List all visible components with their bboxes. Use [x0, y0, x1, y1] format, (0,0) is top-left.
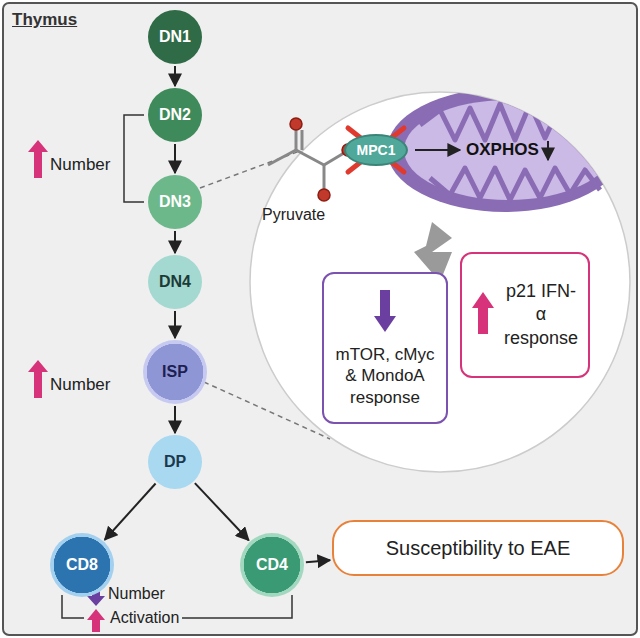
node-text: DN4	[159, 273, 191, 291]
node-text: CD8	[66, 556, 98, 574]
node-text: MPC1	[355, 142, 398, 158]
cell-stage: DN1	[148, 10, 202, 64]
node-text: DN2	[159, 106, 191, 124]
connector-arrow	[105, 484, 156, 540]
node-text: p21 IFN-α response	[502, 280, 580, 350]
pyruvate-molecule	[268, 118, 354, 201]
increase-arrow	[28, 360, 48, 398]
node-text: ISP	[162, 363, 188, 381]
increase-arrow	[87, 609, 105, 632]
increase-arrow	[470, 290, 496, 336]
connector-arrow	[174, 406, 176, 433]
transporter: MPC1	[344, 134, 408, 166]
response-box: p21 IFN-α response	[460, 252, 590, 378]
thymus-panel	[3, 3, 637, 635]
cell-stage: CD4	[240, 533, 304, 597]
cell-stage: DP	[148, 435, 202, 489]
process-name: OXPHOS	[466, 140, 539, 160]
molecule-name: Pyruvate	[262, 206, 325, 224]
arrow-holder	[372, 288, 398, 338]
decrease-arrow	[372, 288, 398, 334]
inset-circle	[250, 92, 630, 472]
change-label: Number	[50, 155, 110, 175]
decrease-arrow	[547, 141, 549, 160]
panel-title: Thymus	[12, 10, 77, 30]
increase-arrow	[28, 140, 48, 178]
node-text: CD4	[256, 556, 288, 574]
connector-arrow	[195, 483, 249, 540]
connector-arrow	[174, 144, 176, 173]
response-box: mTOR, cMyc & MondoA response	[322, 272, 448, 424]
cell-stage: DN4	[148, 255, 202, 309]
change-label: Number	[50, 375, 110, 395]
cell-stage: DN2	[148, 88, 202, 142]
connector-arrow	[174, 231, 176, 253]
cell-stage: CD8	[50, 533, 114, 597]
connector-arrow	[174, 66, 176, 86]
change-label: Activation	[108, 609, 181, 627]
outcome-box: Susceptibility to EAE	[332, 520, 624, 576]
bracket	[124, 115, 144, 202]
node-text: mTOR, cMyc & MondoA response	[333, 344, 437, 408]
node-text: Susceptibility to EAE	[386, 537, 571, 560]
node-text: DN1	[159, 28, 191, 46]
cell-stage: DN3	[148, 175, 202, 229]
cell-stage: ISP	[143, 340, 207, 404]
mitochondrion	[387, 88, 623, 212]
connector-arrow	[174, 311, 176, 338]
flow-arrow	[415, 149, 460, 151]
arrow-holder	[470, 290, 496, 340]
connector-arrow	[306, 560, 330, 562]
change-label: Number	[108, 585, 165, 603]
node-text: DP	[164, 453, 186, 471]
node-text: DN3	[159, 193, 191, 211]
